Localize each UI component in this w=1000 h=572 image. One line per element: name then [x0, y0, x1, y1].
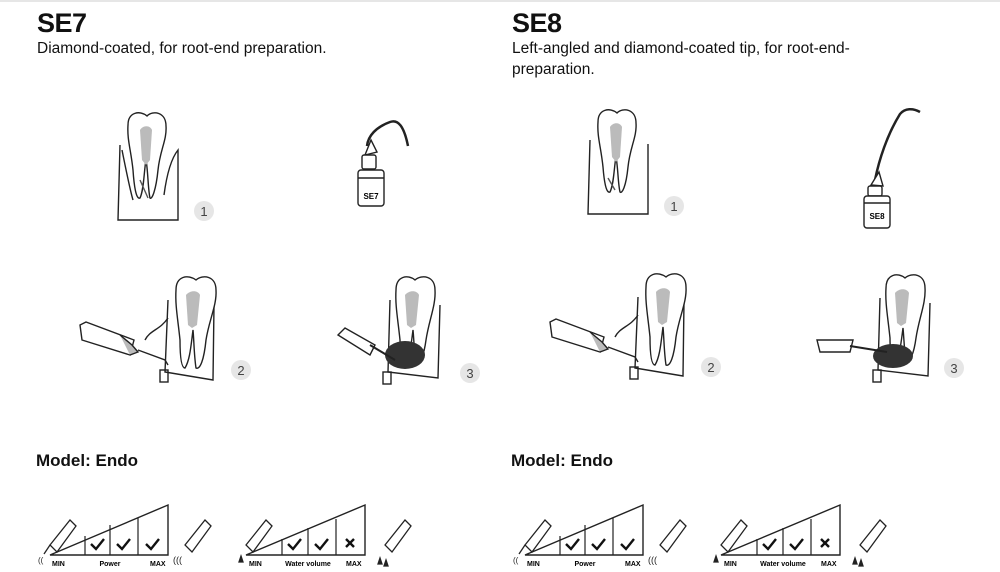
scale-min: MIN [724, 561, 737, 568]
tip-title: SE8 [512, 8, 562, 38]
scale-max: MAX [346, 561, 362, 568]
tooth-diagram-step3 [816, 274, 931, 383]
handpiece-water-max-icon [852, 519, 887, 567]
water-volume-scale: MIN Water volume MAX [713, 503, 887, 568]
tooth-diagram-step1 [587, 109, 649, 215]
tip-panel-se7: SE7 Diamond-coated, for root-end prepara… [36, 8, 480, 568]
svg-text:(((: ((( [648, 555, 657, 565]
tip-description: Diamond-coated, for root-end preparation… [37, 40, 327, 57]
tooth-diagram-step1 [117, 112, 179, 221]
tip-description: Left-angled and diamond-coated tip, for … [512, 40, 850, 78]
step-badge-1 [664, 196, 684, 216]
step-badge-3 [460, 363, 480, 383]
tip-title: SE7 [37, 8, 87, 38]
top-divider [0, 0, 1000, 2]
cross-icon [345, 538, 355, 548]
check-icon [620, 538, 635, 551]
step-badge-3 [944, 358, 964, 378]
power-scale: (( MIN Power MAX ((( [38, 503, 212, 568]
tip-label: SE8 [869, 212, 885, 221]
handpiece-max-icon: ((( [173, 519, 212, 565]
svg-text:((: (( [38, 556, 44, 565]
step-badge-2 [231, 360, 251, 380]
check-icon [314, 538, 329, 551]
tip-panel-se8: SE8 Left-angled and diamond-coated tip, … [475, 0, 975, 572]
check-icon [287, 538, 302, 551]
ultrasonic-tip-se7 [357, 120, 410, 207]
handpiece-water-min-icon [713, 519, 748, 563]
scale-min: MIN [249, 561, 262, 568]
check-icon [762, 538, 777, 551]
tooth-diagram-step2 [79, 276, 217, 383]
handpiece-water-min-icon [238, 519, 273, 563]
scale-label: Water volume [285, 561, 331, 568]
illustrations: 1 SE7 2 [38, 112, 480, 568]
step-number: 1 [200, 204, 207, 219]
scale-max: MAX [625, 561, 641, 568]
step-number: 3 [950, 361, 957, 376]
scale-max: MAX [821, 561, 837, 568]
handpiece-min-icon: (( [38, 519, 77, 565]
check-icon [90, 538, 105, 551]
step-number: 2 [237, 363, 244, 378]
step-number: 2 [707, 360, 714, 375]
handpiece-water-max-icon [377, 519, 412, 567]
handpiece-max-icon: ((( [648, 519, 687, 565]
cross-icon [820, 538, 830, 548]
check-icon [145, 538, 160, 551]
tooth-diagram-step2 [549, 273, 687, 380]
check-icon [565, 538, 580, 551]
scale-label: Power [574, 561, 595, 568]
scale-min: MIN [52, 561, 65, 568]
illustrations: 1 SE8 2 [513, 108, 964, 568]
tip-label: SE7 [363, 192, 379, 201]
scale-label: Water volume [760, 561, 806, 568]
step-badge-2 [701, 357, 721, 377]
step-badge-1 [194, 201, 214, 221]
handpiece-min-icon: (( [513, 519, 552, 565]
step-number: 3 [466, 366, 473, 381]
check-icon [116, 538, 131, 551]
water-volume-scale: MIN Water volume MAX [238, 503, 412, 568]
power-scale: (( MIN Power MAX ((( [513, 503, 687, 568]
tooth-diagram-step3 [336, 276, 441, 385]
scale-max: MAX [150, 561, 166, 568]
model-label: Model: Endo [36, 451, 138, 470]
scale-min: MIN [527, 561, 540, 568]
svg-text:(((: ((( [173, 555, 182, 565]
svg-text:((: (( [513, 556, 519, 565]
scale-label: Power [99, 561, 120, 568]
ultrasonic-tip-se8 [863, 108, 921, 229]
step-number: 1 [670, 199, 677, 214]
model-label: Model: Endo [511, 451, 613, 470]
check-icon [789, 538, 804, 551]
check-icon [591, 538, 606, 551]
